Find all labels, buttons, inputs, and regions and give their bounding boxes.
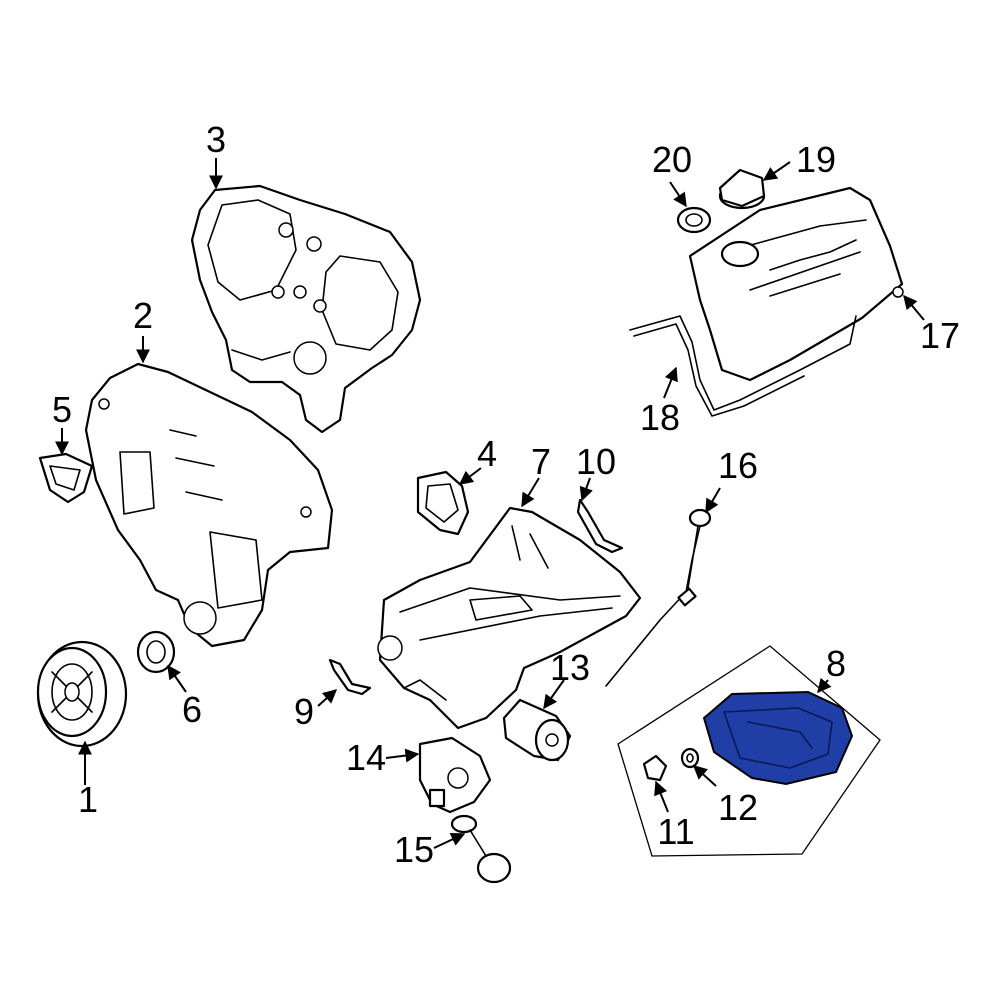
callout-4[interactable]: 4 xyxy=(477,433,497,474)
callout-11[interactable]: 11 xyxy=(657,811,694,852)
part-15-oil-strainer[interactable] xyxy=(450,814,512,884)
part-20-filler-seal[interactable] xyxy=(676,206,712,234)
part-1-crankshaft-pulley[interactable] xyxy=(36,640,128,748)
part-11-drain-plug[interactable] xyxy=(642,754,668,782)
callout-10[interactable]: 10 xyxy=(576,441,616,482)
leader-lines xyxy=(55,158,925,849)
part-12-drain-washer[interactable] xyxy=(680,747,700,769)
part-4-gasket[interactable] xyxy=(416,470,470,536)
part-14-oil-pump[interactable] xyxy=(418,736,492,814)
callout-14[interactable]: 14 xyxy=(346,737,386,778)
part-6-front-seal[interactable] xyxy=(136,630,176,674)
part-2-lower-timing-cover[interactable] xyxy=(84,362,334,648)
part-7-upper-oil-pan[interactable] xyxy=(377,506,642,730)
callout-17[interactable]: 17 xyxy=(920,315,960,356)
callout-15[interactable]: 15 xyxy=(394,829,434,870)
part-13-oil-filter[interactable] xyxy=(502,698,572,762)
callout-9[interactable]: 9 xyxy=(294,691,314,732)
callout-7[interactable]: 7 xyxy=(531,441,551,482)
callout-1[interactable]: 1 xyxy=(78,779,98,820)
callout-16[interactable]: 16 xyxy=(718,445,758,486)
part-3-upper-timing-cover[interactable] xyxy=(190,184,422,434)
part-17-valve-cover[interactable] xyxy=(688,186,904,382)
callout-20[interactable]: 20 xyxy=(652,139,692,180)
callout-3[interactable]: 3 xyxy=(206,119,226,160)
callout-13[interactable]: 13 xyxy=(550,647,590,688)
callout-2[interactable]: 2 xyxy=(133,295,153,336)
part-5-water-pump-gasket[interactable] xyxy=(38,452,94,504)
callout-5[interactable]: 5 xyxy=(52,389,72,430)
callout-18[interactable]: 18 xyxy=(640,397,680,438)
part-19-oil-filler-cap[interactable] xyxy=(718,168,766,210)
inset-box xyxy=(617,645,881,857)
callout-labels: 1 2 3 4 5 6 7 8 9 10 11 12 13 14 15 16 1… xyxy=(52,119,960,870)
part-8-lower-oil-pan-highlighted[interactable] xyxy=(702,690,854,786)
callout-6[interactable]: 6 xyxy=(182,689,202,730)
part-18-valve-cover-gasket[interactable] xyxy=(629,315,857,417)
part-16-dipstick[interactable] xyxy=(605,508,712,687)
callout-8[interactable]: 8 xyxy=(826,643,846,684)
callout-19[interactable]: 19 xyxy=(796,139,836,180)
callout-12[interactable]: 12 xyxy=(718,787,758,828)
part-9-baffle[interactable] xyxy=(328,658,372,696)
part-10-baffle[interactable] xyxy=(576,498,624,554)
